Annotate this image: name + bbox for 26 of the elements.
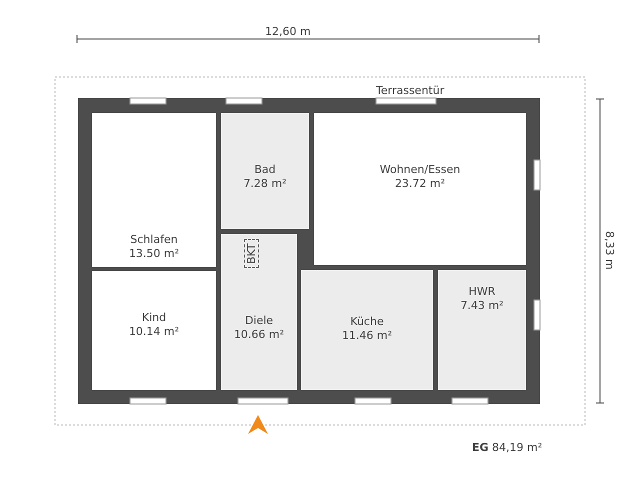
- room-size: 10.14 m²: [128, 325, 180, 339]
- room-name: Schlafen: [130, 233, 178, 247]
- room-size: 11.46 m²: [342, 329, 392, 343]
- room-size: 23.72 m²: [394, 177, 446, 191]
- door-label: Terrassentür: [376, 84, 444, 97]
- room-area: [92, 271, 216, 390]
- room-area: [92, 113, 216, 267]
- stair-label: BKT: [244, 239, 259, 268]
- room-name: HWR: [468, 285, 496, 299]
- room-size: 7.43 m²: [460, 299, 504, 313]
- floor-area-note: EG 84,19 m²: [472, 441, 542, 454]
- room-area: [221, 234, 297, 390]
- room-area: [314, 113, 526, 265]
- room-name: Kind: [142, 311, 166, 325]
- room-area: [438, 270, 526, 390]
- room-name: Küche: [350, 315, 384, 329]
- room-name: Diele: [244, 314, 274, 328]
- dimension-label: 12,60 m: [265, 25, 311, 38]
- room-name: Bad: [254, 163, 276, 177]
- room-name: Wohnen/Essen: [380, 163, 460, 177]
- room-size: 10.66 m²: [234, 328, 284, 342]
- room-size: 13.50 m²: [128, 247, 180, 261]
- dimension-label: 8,33 m: [603, 230, 616, 270]
- room-area: [221, 113, 309, 229]
- room-size: 7.28 m²: [243, 177, 287, 191]
- room-area: [301, 270, 433, 390]
